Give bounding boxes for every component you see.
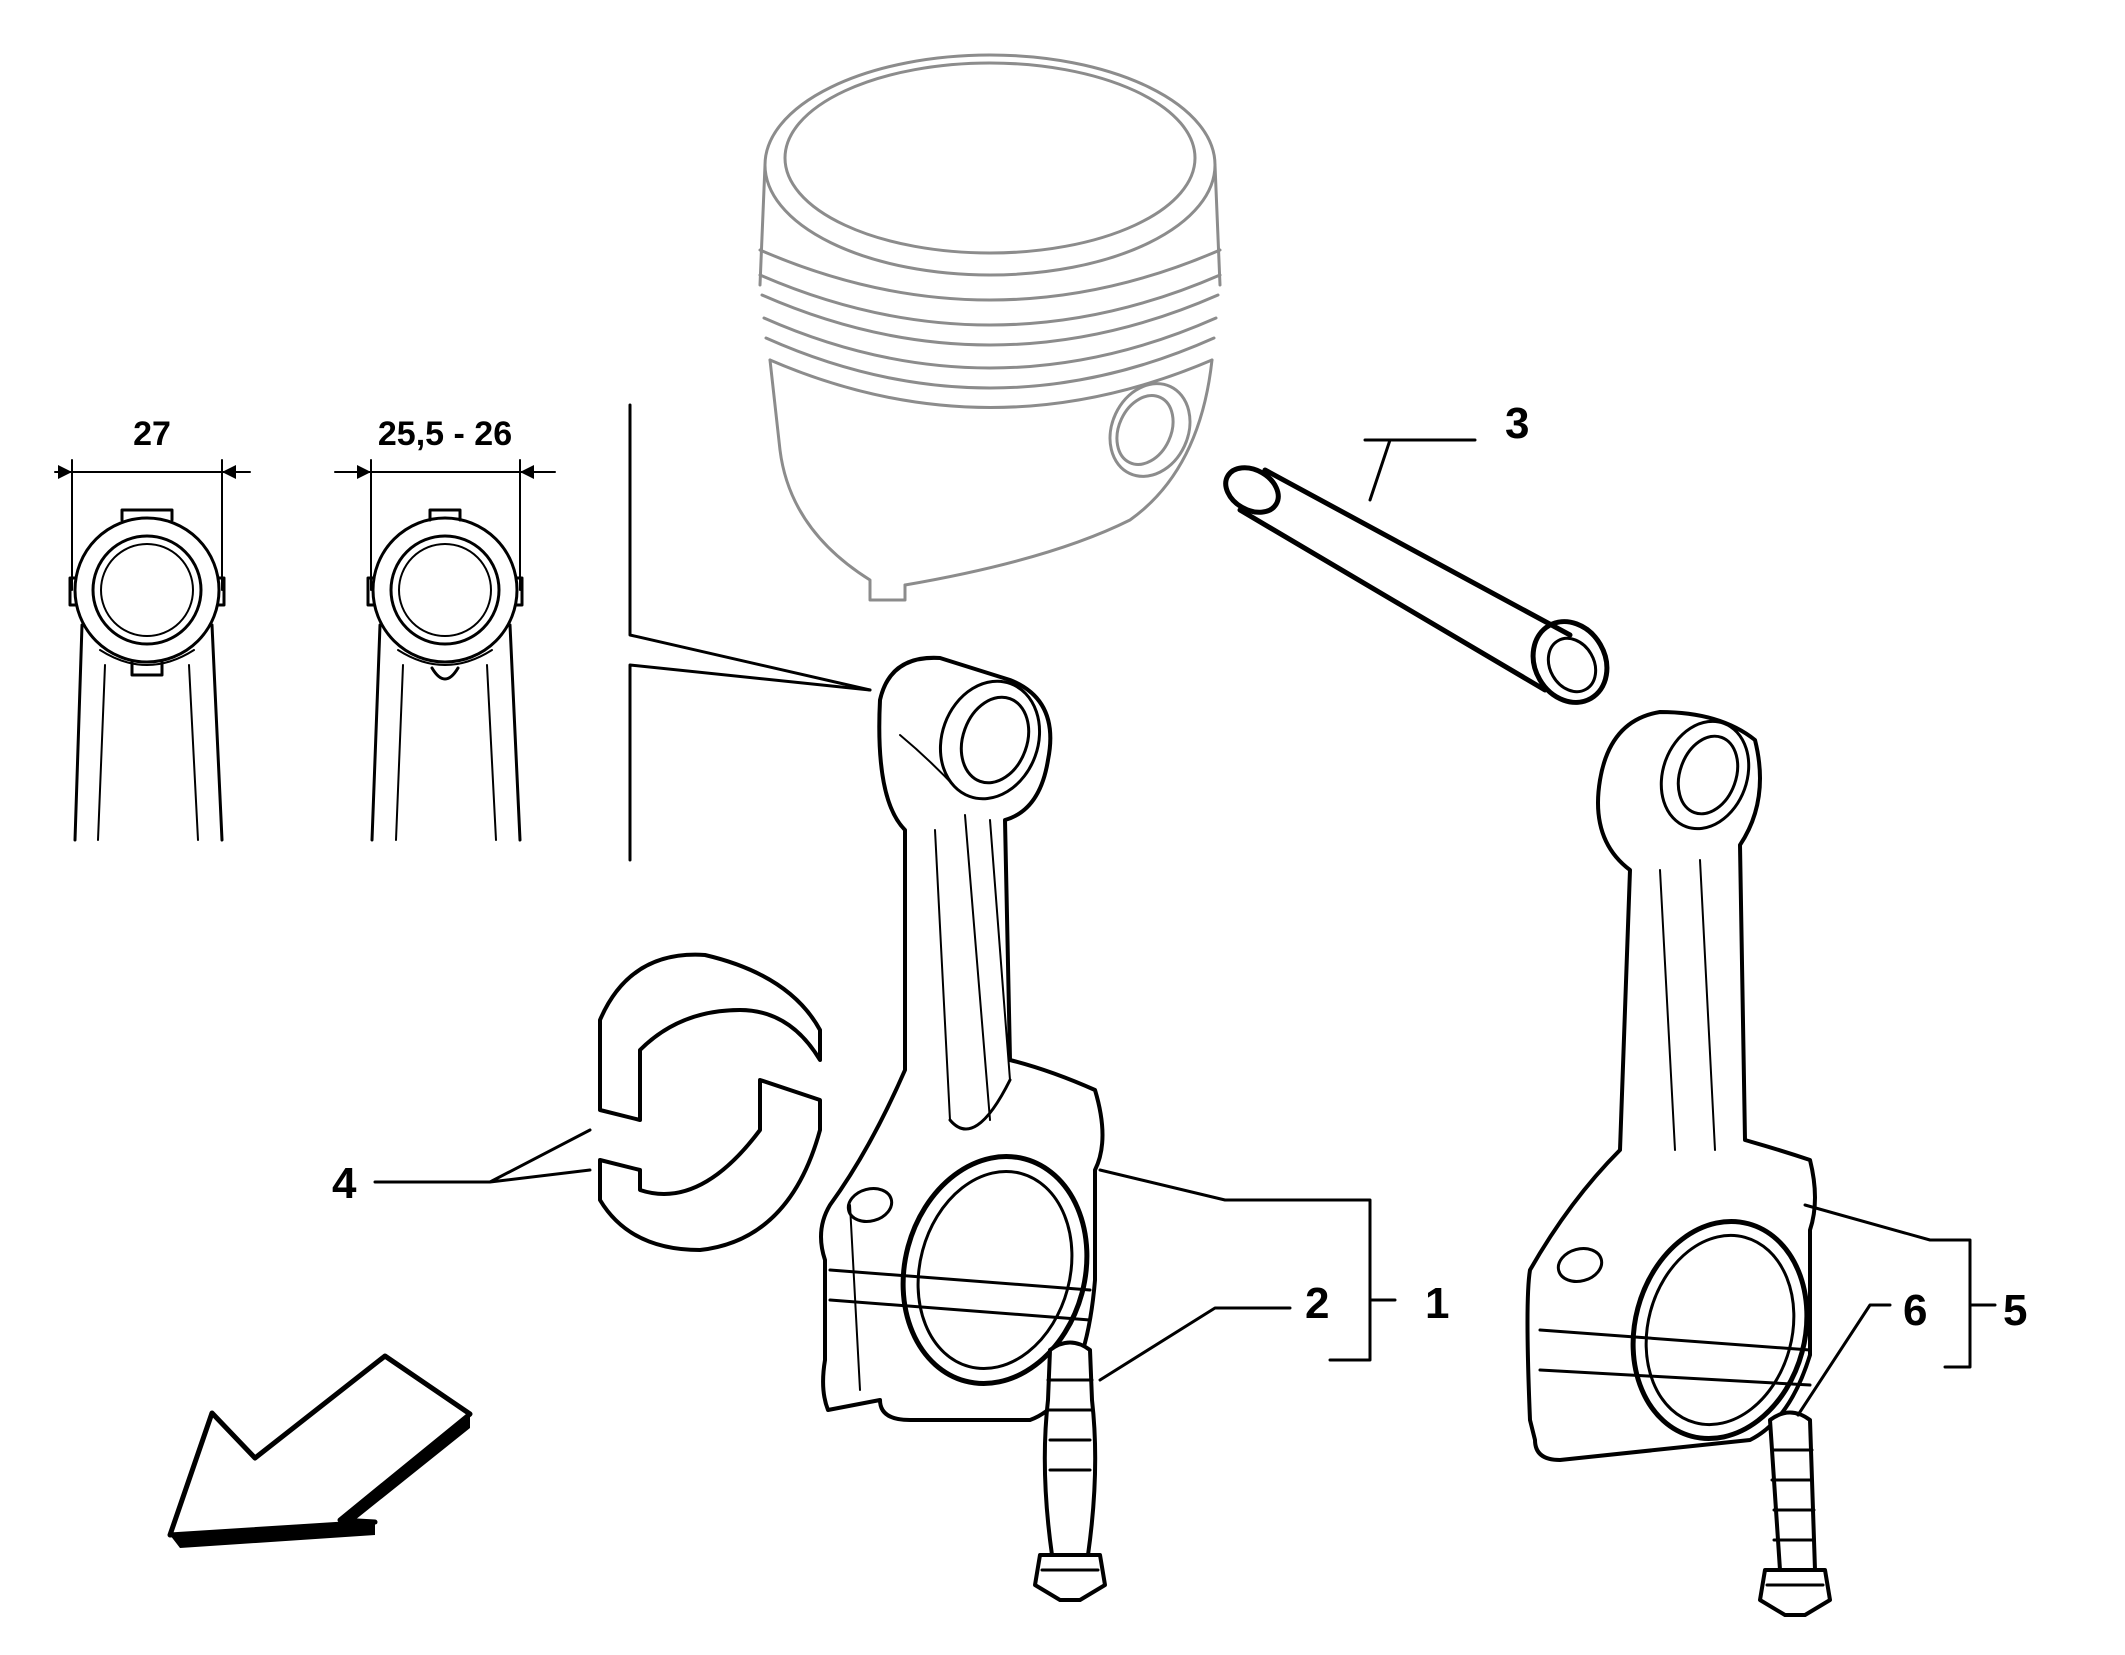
piston-pin [1223,465,1610,705]
bolt-second [1758,1410,1832,1617]
leader-lines [373,438,1997,1417]
callout-1: 1 [1425,1279,1449,1328]
direction-arrow-icon [167,1353,473,1548]
connecting-rod-second [1525,710,1817,1462]
detail-rod-27: 27 [54,415,251,842]
callout-2: 2 [1305,1279,1329,1328]
dimension-27: 27 [133,415,171,453]
bearing-shells [598,952,822,1252]
detail-rod-25-26: 25,5 - 26 [334,415,556,842]
connecting-rod-main [819,655,1105,1422]
piston [758,53,1222,602]
bolt-main [1033,1340,1107,1602]
detail-leader-bracket [628,403,872,862]
callout-3: 3 [1505,399,1529,448]
callout-4: 4 [332,1159,357,1208]
callout-6: 6 [1903,1286,1927,1335]
dimension-25-5-26: 25,5 - 26 [378,415,512,453]
callout-5: 5 [2003,1286,2027,1335]
